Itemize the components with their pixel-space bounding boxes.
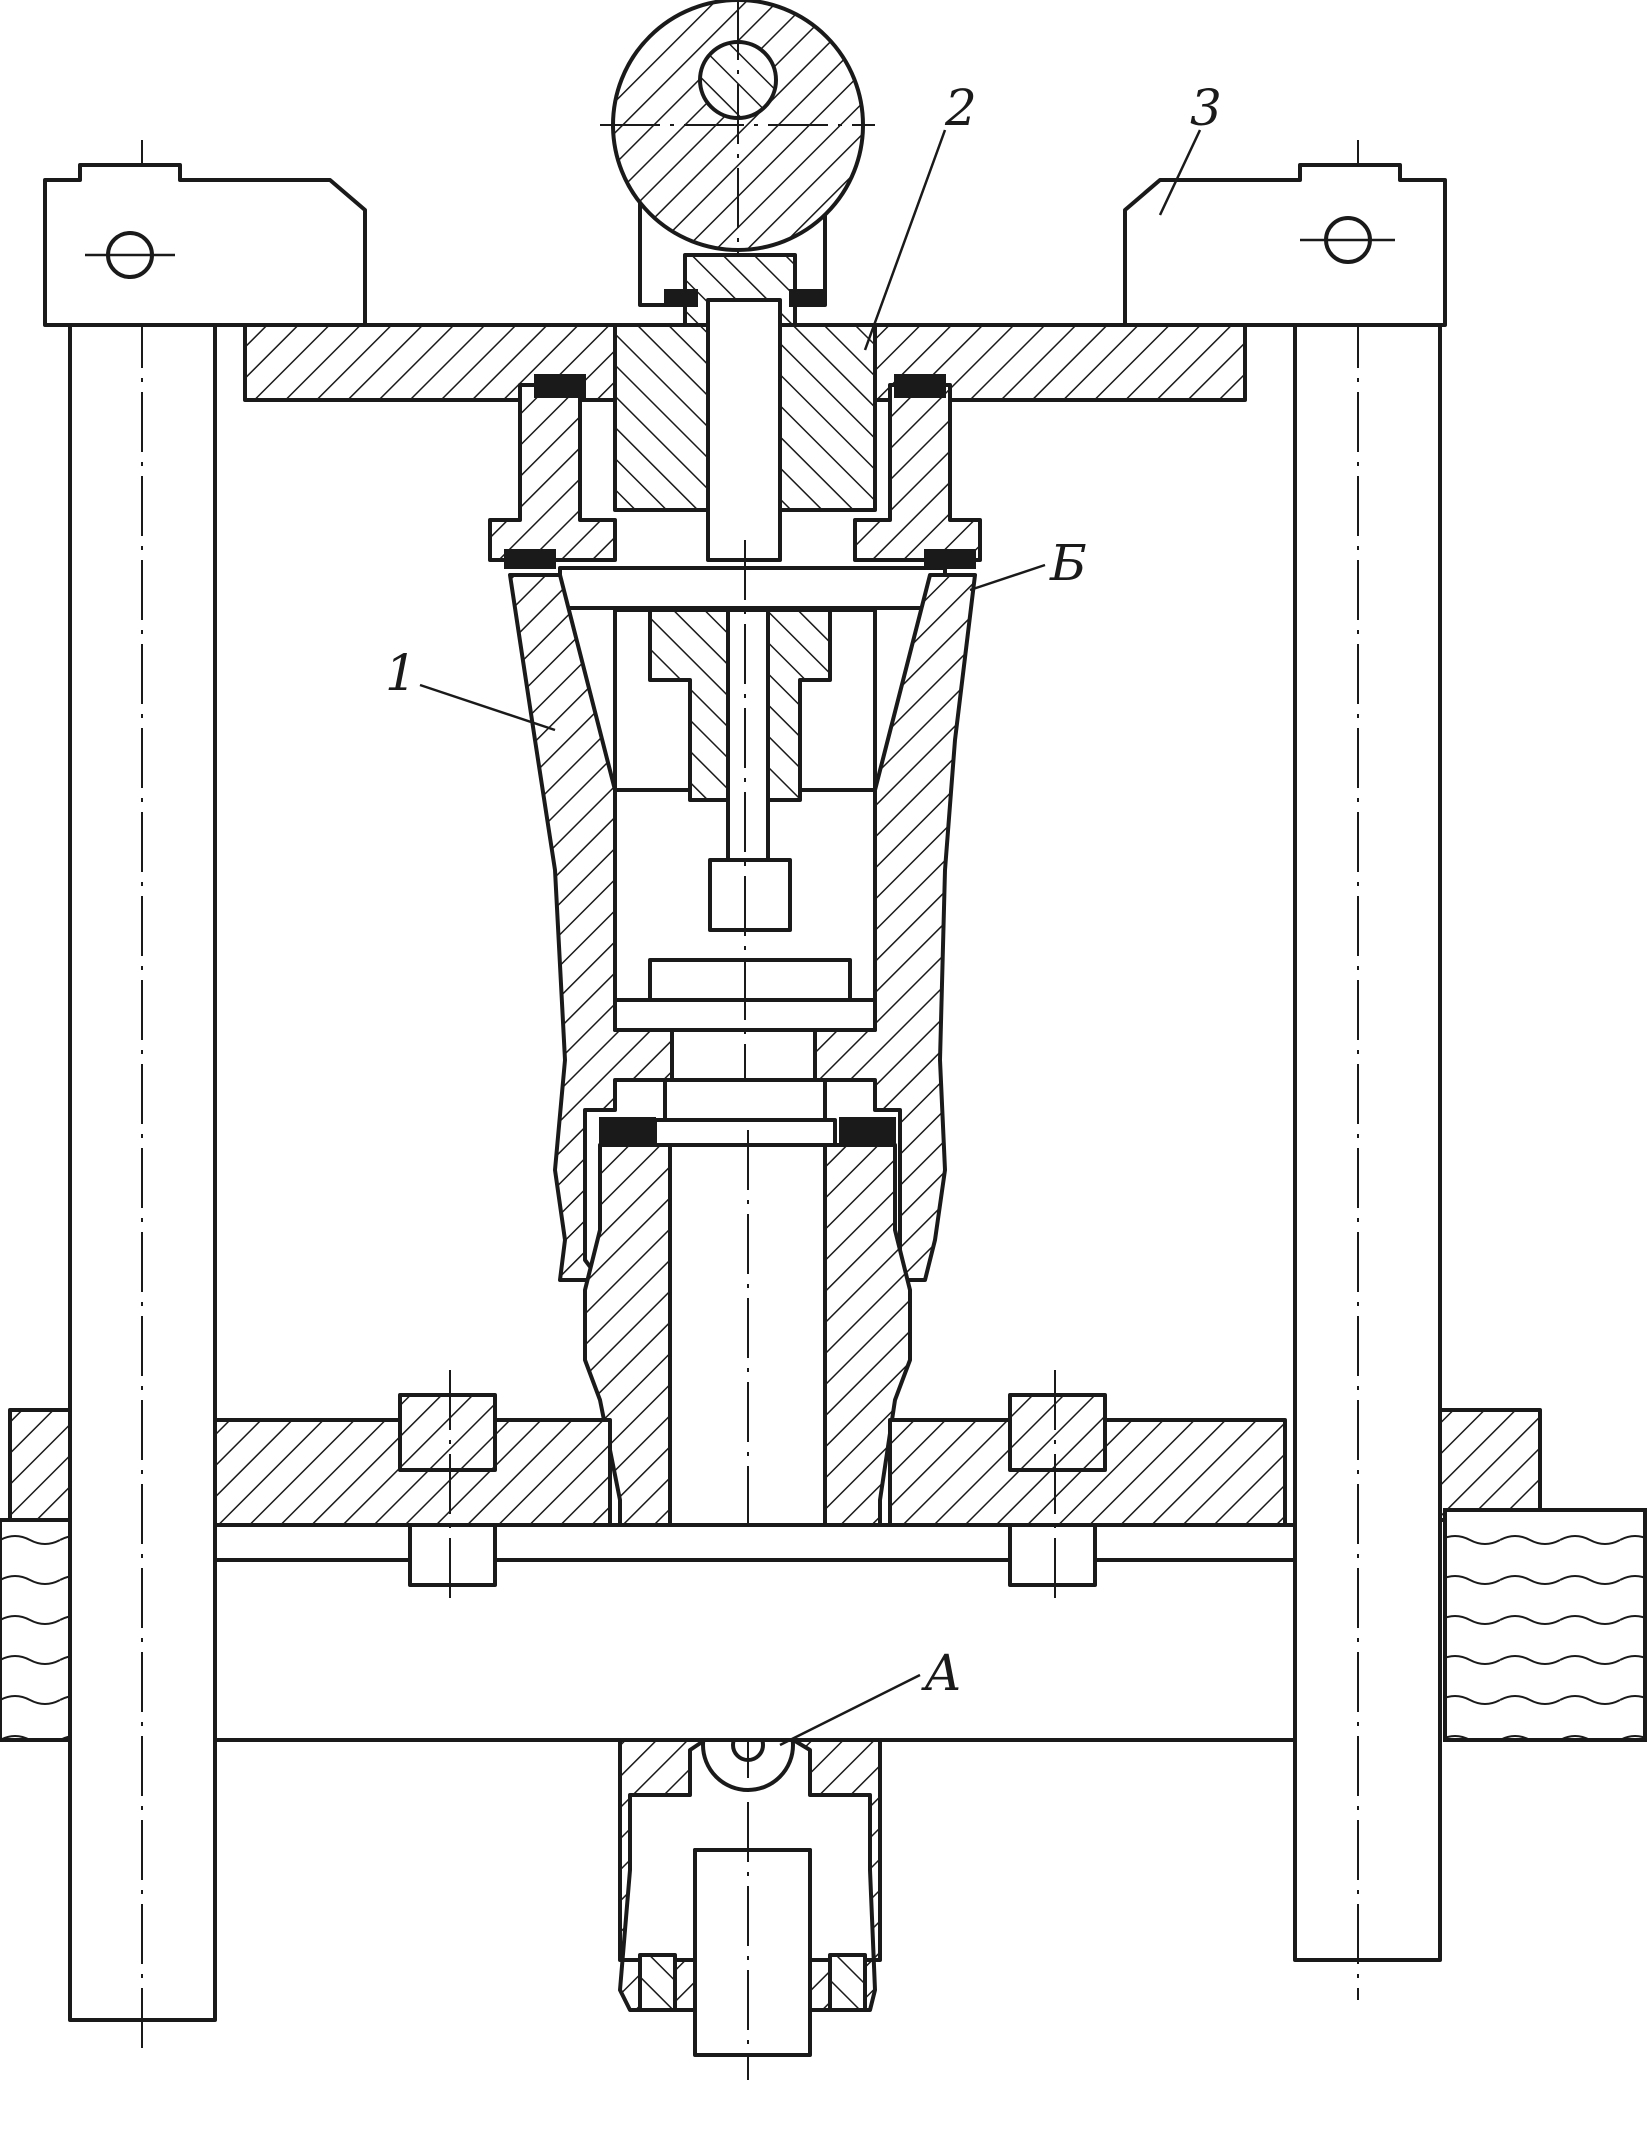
left-top-bracket: [43, 163, 367, 327]
callout-leaders: [419, 129, 1202, 1747]
label-point-b: Б: [1049, 534, 1087, 592]
label-point-a: A: [921, 1644, 961, 1702]
left-support-beam: [0, 1408, 72, 1742]
label-part-1: 1: [385, 644, 417, 702]
label-part-3: 3: [1190, 79, 1222, 137]
lower-flange: [213, 1370, 1297, 1742]
upper-housing: [488, 289, 982, 610]
label-part-2: 2: [944, 79, 977, 137]
right-top-bracket: [1123, 163, 1447, 327]
right-support-beam: [1438, 1408, 1647, 1742]
main-body: [508, 540, 977, 1282]
top-eccentric-wheel: [600, 0, 875, 327]
left-column: [68, 140, 217, 2055]
right-column: [1293, 140, 1442, 2000]
piston-seal: [599, 1078, 896, 1147]
